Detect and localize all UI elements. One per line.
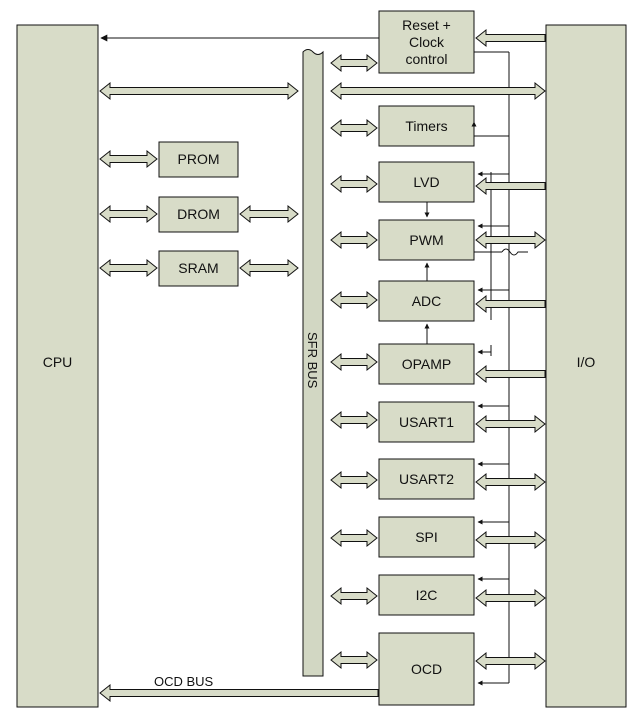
drom-label: DROM xyxy=(177,206,220,222)
opamp-label: OPAMP xyxy=(401,355,452,372)
i2c-label: I2C xyxy=(415,586,438,603)
sfr-adc-arrow xyxy=(330,290,378,310)
usart2-block xyxy=(378,458,475,500)
timers-label: Timers xyxy=(405,117,448,134)
io-lvd-arrow xyxy=(475,176,546,196)
bus-arrows xyxy=(99,28,546,703)
prom-block xyxy=(158,141,239,178)
cpu-prom-arrow xyxy=(99,149,158,169)
pwm-label: PWM xyxy=(409,231,444,248)
io-opamp-arrow xyxy=(475,364,546,384)
i2c-io-arrow xyxy=(475,588,546,608)
lvd-label: LVD xyxy=(413,173,440,190)
usart1-block xyxy=(378,401,475,443)
usart2-io-arrow xyxy=(475,472,546,492)
sram-block xyxy=(158,250,239,287)
sfr-reset-arrow xyxy=(330,53,378,73)
signal-lines xyxy=(100,34,528,686)
opamp-block xyxy=(378,343,475,385)
cpu-drom-arrow xyxy=(99,204,158,224)
usart1-label: USART1 xyxy=(399,413,454,430)
drom-block xyxy=(158,196,239,233)
reset-clock-block xyxy=(378,10,475,74)
sfr-timers-arrow xyxy=(330,118,378,138)
io-adc-arrow xyxy=(475,294,546,314)
spi-label: SPI xyxy=(415,528,438,545)
sfr-opamp-arrow xyxy=(330,352,378,372)
sfr-bus-label: SFR BUS xyxy=(305,332,320,389)
ocd-io-arrow xyxy=(475,651,546,671)
ocd-bus-arrow xyxy=(99,683,379,703)
ocd-bus-label: OCD BUS xyxy=(154,674,214,689)
sfr-i2c-arrow xyxy=(330,586,378,606)
spi-block xyxy=(378,516,475,558)
ocd-label: OCD xyxy=(410,660,443,677)
sfr-io-arrow xyxy=(330,81,546,101)
sfr-pwm-arrow xyxy=(330,230,378,250)
sfr-spi-arrow xyxy=(330,528,378,548)
reset-clock-label: Reset + Clock control xyxy=(402,16,451,67)
lvd-block xyxy=(378,161,475,203)
timers-block xyxy=(378,105,475,147)
ocd-block xyxy=(378,632,475,706)
spi-io-arrow xyxy=(475,530,546,550)
sfr-ocd-arrow xyxy=(330,650,378,670)
usart2-label: USART2 xyxy=(399,470,454,487)
sfr-usart1-arrow xyxy=(330,410,378,430)
drom-sfr-arrow xyxy=(239,204,299,224)
sfr-lvd-arrow xyxy=(330,174,378,194)
io-reset-arrow xyxy=(475,28,546,48)
adc-block xyxy=(378,280,475,322)
sfr-bus-bar xyxy=(302,49,324,677)
io-block xyxy=(545,24,627,708)
cpu-block xyxy=(16,24,99,708)
i2c-block xyxy=(378,574,475,616)
pwm-io-arrow xyxy=(475,230,546,250)
sram-label: SRAM xyxy=(178,260,219,276)
prom-label: PROM xyxy=(177,151,220,167)
pwm-block xyxy=(378,219,475,261)
sram-sfr-arrow xyxy=(239,258,299,278)
adc-label: ADC xyxy=(411,292,442,309)
cpu-label: CPU xyxy=(42,353,73,370)
cpu-sfr-arrow xyxy=(99,81,299,101)
io-label: I/O xyxy=(576,353,596,370)
sfr-usart2-arrow xyxy=(330,470,378,490)
usart1-io-arrow xyxy=(475,414,546,434)
cpu-sram-arrow xyxy=(99,258,158,278)
